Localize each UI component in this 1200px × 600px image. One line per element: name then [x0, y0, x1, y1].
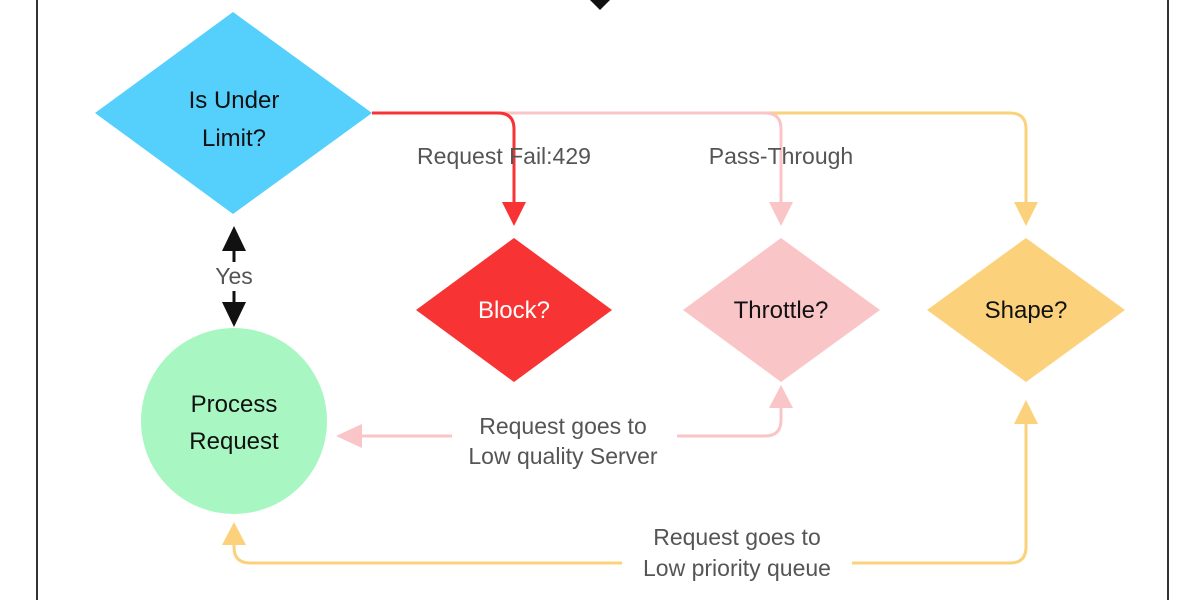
low-priority-arrowhead-up — [1014, 400, 1038, 424]
pass-through-arrowhead — [769, 202, 793, 226]
yes-arrowhead-down — [222, 302, 246, 327]
process-request-node — [141, 328, 327, 514]
low-priority-arrowhead-process — [222, 522, 246, 545]
incoming-arrowhead — [590, 0, 610, 10]
low-quality-label-line1: Request goes to — [479, 413, 647, 439]
throttle-label: Throttle? — [734, 297, 829, 324]
low-priority-label-line1: Request goes to — [653, 524, 821, 550]
is-under-limit-label-line2: Limit? — [202, 125, 266, 152]
is-under-limit-decision — [95, 12, 372, 214]
low-quality-label-line2: Low quality Server — [468, 443, 658, 469]
request-fail-path — [372, 111, 516, 205]
low-priority-label-bg — [622, 520, 852, 582]
block-decision — [416, 238, 612, 382]
low-quality-label-bg — [452, 410, 677, 466]
shape-path — [372, 111, 1028, 205]
low-quality-arrowhead-up — [769, 385, 793, 408]
low-quality-arrowhead-left — [336, 424, 362, 448]
shape-decision — [927, 238, 1125, 382]
shape-label: Shape? — [985, 297, 1068, 324]
process-request-label-line1: Process — [191, 391, 278, 418]
request-fail-arrowhead — [502, 202, 526, 226]
shape-arrowhead — [1014, 202, 1038, 226]
throttle-decision — [683, 238, 880, 382]
block-label: Block? — [478, 297, 550, 324]
pass-through-label: Pass-Through — [709, 143, 853, 169]
request-fail-label: Request Fail:429 — [417, 143, 591, 169]
process-request-label-line2: Request — [189, 428, 279, 455]
pass-through-path — [372, 111, 783, 205]
low-priority-label-line2: Low priority queue — [643, 555, 831, 581]
yes-arrowhead-up — [222, 226, 246, 251]
yes-label: Yes — [215, 263, 253, 289]
low-quality-path — [360, 405, 783, 438]
is-under-limit-label-line1: Is Under — [189, 87, 280, 114]
